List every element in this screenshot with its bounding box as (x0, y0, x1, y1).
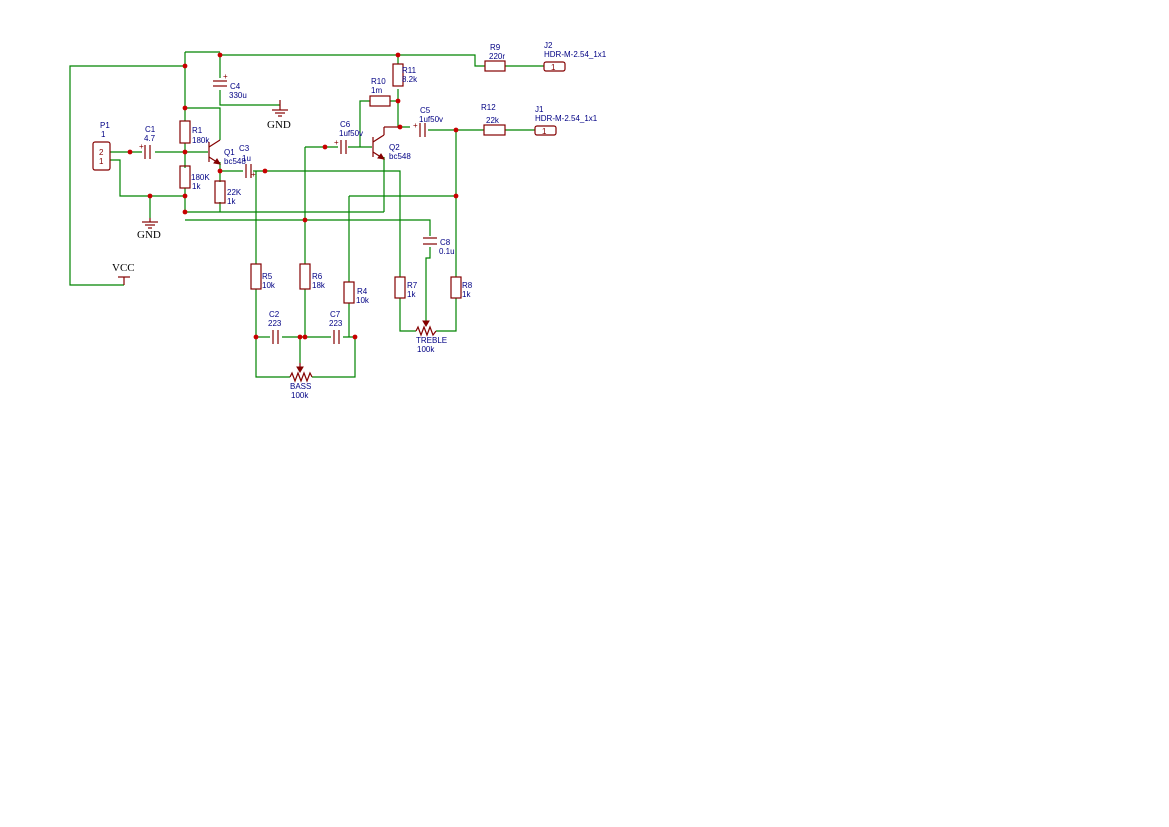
r10-value: 1m (371, 86, 382, 95)
r11-value: 8.2k (402, 75, 418, 84)
r6-value: 18k (312, 281, 326, 290)
resistor-r9: R9 220r (484, 43, 506, 72)
q1-ref: Q1 (224, 148, 235, 157)
wires (69, 51, 544, 378)
p1-ref: P1 (100, 121, 110, 130)
header-j1: 1 J1 HDR-M-2.54_1x1 (534, 105, 598, 136)
j1-pin: 1 (542, 127, 547, 136)
r10-ref: R10 (371, 77, 386, 86)
c5-value: 1uf50v (419, 115, 443, 124)
r1-ref: R1 (192, 126, 203, 135)
r3-ref: 22K (227, 188, 242, 197)
r5-value: 10k (262, 281, 276, 290)
r2-value: 1k (192, 182, 201, 191)
r7-ref: R7 (407, 281, 418, 290)
j2-ref: J2 (544, 41, 553, 50)
c2-value: 223 (268, 319, 282, 328)
resistor-r2: 180K 1k (179, 165, 210, 191)
capacitor-c4: + C4 330u (213, 72, 247, 100)
bass-value: 100k (291, 391, 309, 400)
r5-ref: R5 (262, 272, 273, 281)
r8-value: 1k (462, 290, 471, 299)
gnd-label-top: GND (267, 119, 291, 131)
resistor-r5: R5 10k (250, 263, 276, 290)
r11-ref: R11 (402, 66, 417, 75)
c4-ref: C4 (230, 82, 241, 91)
capacitor-c8: C8 0.1u (423, 237, 455, 256)
vcc-symbol: VCC (112, 262, 135, 285)
vcc-label: VCC (112, 262, 135, 274)
c1-ref: C1 (145, 125, 156, 134)
capacitor-c5: + C5 1uf50v (413, 106, 443, 137)
p1-value: 1 (101, 130, 106, 139)
r4-ref: R4 (357, 287, 368, 296)
r8-ref: R8 (462, 281, 473, 290)
j2-value: HDR-M-2.54_1x1 (544, 50, 607, 59)
r4-value: 10k (356, 296, 370, 305)
r9-ref: R9 (490, 43, 501, 52)
c8-value: 0.1u (439, 247, 455, 256)
c2-ref: C2 (269, 310, 280, 319)
r12-value: 22k (486, 116, 500, 125)
svg-text:+: + (413, 121, 418, 130)
treble-ref: TREBLE (416, 336, 447, 345)
p1-connector: 2 1 P1 1 (92, 121, 111, 171)
resistor-r12: R12 22k (481, 103, 506, 136)
r2-ref: 180K (191, 173, 210, 182)
c8-ref: C8 (440, 238, 451, 247)
resistor-r7: R7 1k (394, 276, 418, 299)
treble-value: 100k (417, 345, 435, 354)
r12-ref: R12 (481, 103, 496, 112)
j2-pin: 1 (551, 63, 556, 72)
svg-text:+: + (139, 142, 144, 151)
c6-value: 1uf50v (339, 129, 363, 138)
resistor-r3: 22K 1k (214, 180, 242, 206)
bass-ref: BASS (290, 382, 311, 391)
c6-ref: C6 (340, 120, 351, 129)
resistor-r8: R8 1k (450, 276, 473, 299)
r7-value: 1k (407, 290, 416, 299)
svg-text:+: + (334, 138, 339, 147)
c3-ref: C3 (239, 144, 250, 153)
r9-value: 220r (489, 52, 505, 61)
q2-ref: Q2 (389, 143, 400, 152)
p1-pin-2: 2 (99, 148, 104, 157)
resistor-r4: R4 10k (343, 281, 370, 305)
q2-value: bc548 (389, 152, 411, 161)
junctions (127, 52, 459, 340)
capacitor-c6: + C6 1uf50v (334, 120, 363, 154)
j1-ref: J1 (535, 105, 544, 114)
gnd-symbol-top: GND (267, 100, 291, 131)
transistor-q2: Q2 bc548 (372, 126, 411, 161)
c3-value: 1u (242, 154, 251, 163)
potentiometer-treble: TREBLE 100k (415, 320, 447, 354)
p1-pin-1: 1 (99, 157, 104, 166)
potentiometer-bass: BASS 100k (289, 363, 313, 400)
c7-ref: C7 (330, 310, 341, 319)
capacitor-c2: C2 223 (268, 310, 282, 344)
resistor-r1: R1 180k (179, 120, 210, 145)
gnd-label-left: GND (137, 229, 161, 241)
j1-value: HDR-M-2.54_1x1 (535, 114, 598, 123)
header-j2: 1 J2 HDR-M-2.54_1x1 (543, 41, 607, 72)
c1-value: 4.7 (144, 134, 156, 143)
r6-ref: R6 (312, 272, 323, 281)
c5-ref: C5 (420, 106, 431, 115)
gnd-symbol-left: GND (137, 218, 161, 241)
transistor-q1: Q1 bc548 (208, 139, 246, 166)
resistor-r6: R6 18k (299, 263, 326, 290)
r1-value: 180k (192, 136, 210, 145)
capacitor-c1: + C1 4.7 (139, 125, 156, 159)
c7-value: 223 (329, 319, 343, 328)
svg-text:+: + (251, 170, 256, 179)
capacitor-c7: C7 223 (329, 310, 343, 344)
resistor-r10: R10 1m (369, 77, 391, 107)
svg-text:+: + (223, 72, 228, 81)
q1-value: bc548 (224, 157, 246, 166)
resistor-r11: R11 8.2k (392, 63, 418, 87)
r3-value: 1k (227, 197, 236, 206)
c4-value: 330u (229, 91, 247, 100)
capacitor-c3: + C3 1u (239, 144, 256, 179)
